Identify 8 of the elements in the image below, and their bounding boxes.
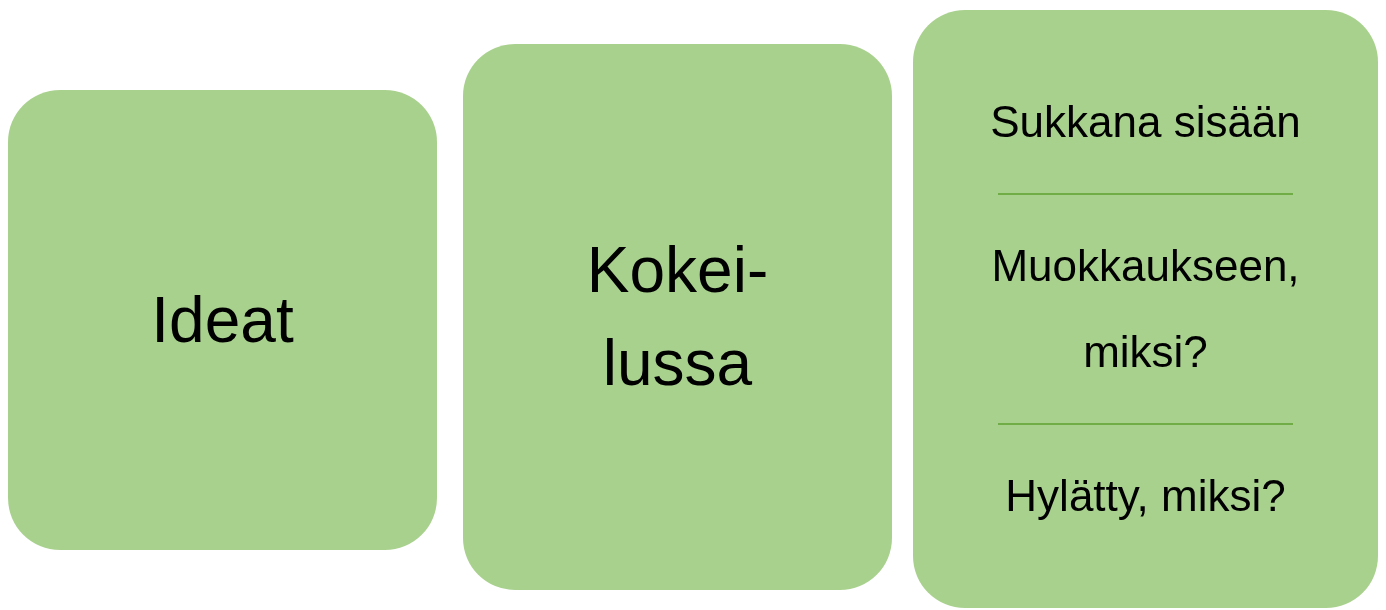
rounded-box	[463, 44, 892, 590]
box-label: Sukkana sisään	[990, 96, 1301, 149]
box-label: Muokkaukseen, miksi?	[990, 240, 1301, 378]
box-label: Kokei- lussa	[585, 233, 770, 401]
box-label: Hylätty, miksi?	[1005, 469, 1286, 522]
rounded-box	[913, 10, 1378, 608]
rounded-box	[8, 90, 437, 550]
box-label: Ideat	[150, 282, 295, 358]
